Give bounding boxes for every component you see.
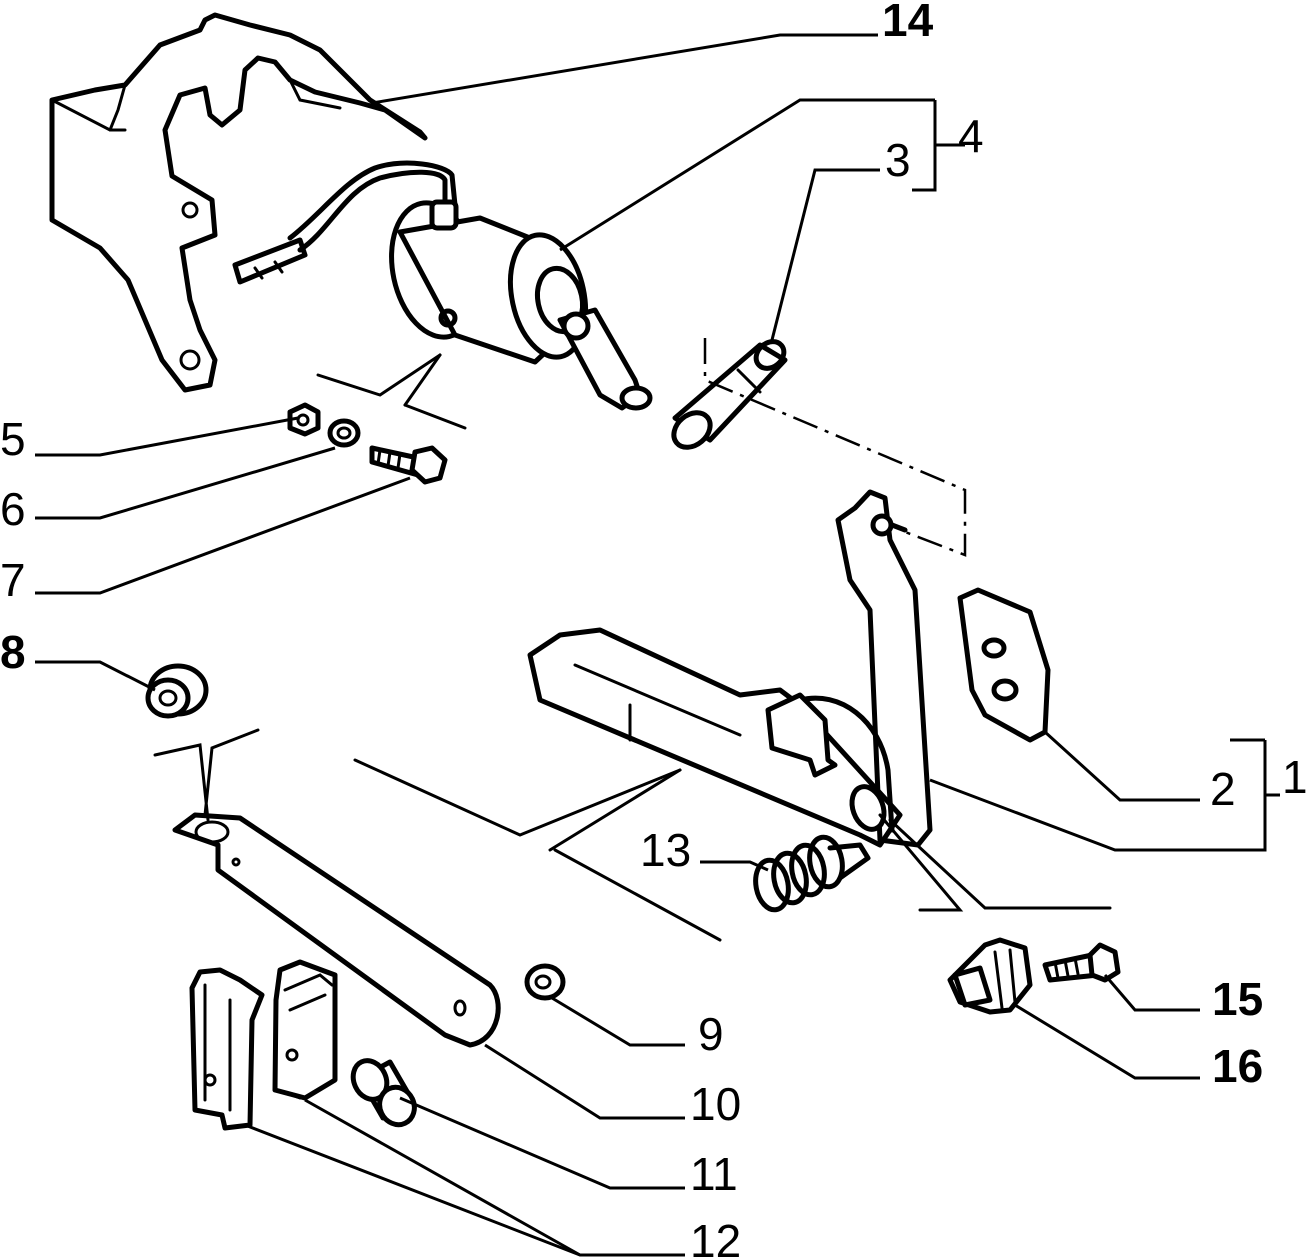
nut-part-5 [287, 402, 321, 437]
callout-2: 2 [1210, 763, 1236, 815]
callout-1: 1 [1282, 751, 1308, 803]
callout-15: 15 [1212, 973, 1263, 1025]
callout-13: 13 [640, 824, 691, 876]
callout-11: 11 [690, 1148, 738, 1200]
bushing-part-11 [350, 1058, 417, 1128]
bolt-part-15 [1042, 942, 1121, 983]
callout-5: 5 [0, 413, 26, 465]
callout-10: 10 [690, 1078, 741, 1130]
callout-9: 9 [698, 1008, 724, 1060]
callout-8: 8 [0, 626, 26, 678]
bushing-part-9 [524, 963, 566, 1001]
rod-bushing-part-3 [671, 339, 788, 450]
alignment-guide [703, 338, 967, 557]
callout-6: 6 [0, 483, 26, 535]
callout-3: 3 [885, 134, 911, 186]
callout-4: 4 [958, 110, 984, 162]
grommet-part-8 [145, 663, 209, 719]
lever-arm-part-10 [153, 728, 501, 1048]
callout-12: 12 [690, 1215, 741, 1259]
leader-lines [35, 33, 1280, 1257]
spring-part-13 [753, 834, 871, 913]
washer-part-6 [327, 418, 361, 448]
mounting-bracket-part-14 [49, 12, 428, 393]
actuator-motor-part-4 [232, 160, 653, 430]
callout-14: 14 [882, 0, 934, 46]
pedal-pad-part-2 [957, 587, 1051, 743]
pedal-assembly-part-1 [353, 489, 1112, 942]
clip-part-12-left [189, 967, 265, 1131]
callout-16: 16 [1212, 1040, 1263, 1092]
callout-7: 7 [0, 554, 26, 606]
clip-part-12-right [272, 959, 338, 1101]
bolt-part-7 [369, 445, 448, 485]
sensor-part-16 [947, 937, 1033, 1015]
